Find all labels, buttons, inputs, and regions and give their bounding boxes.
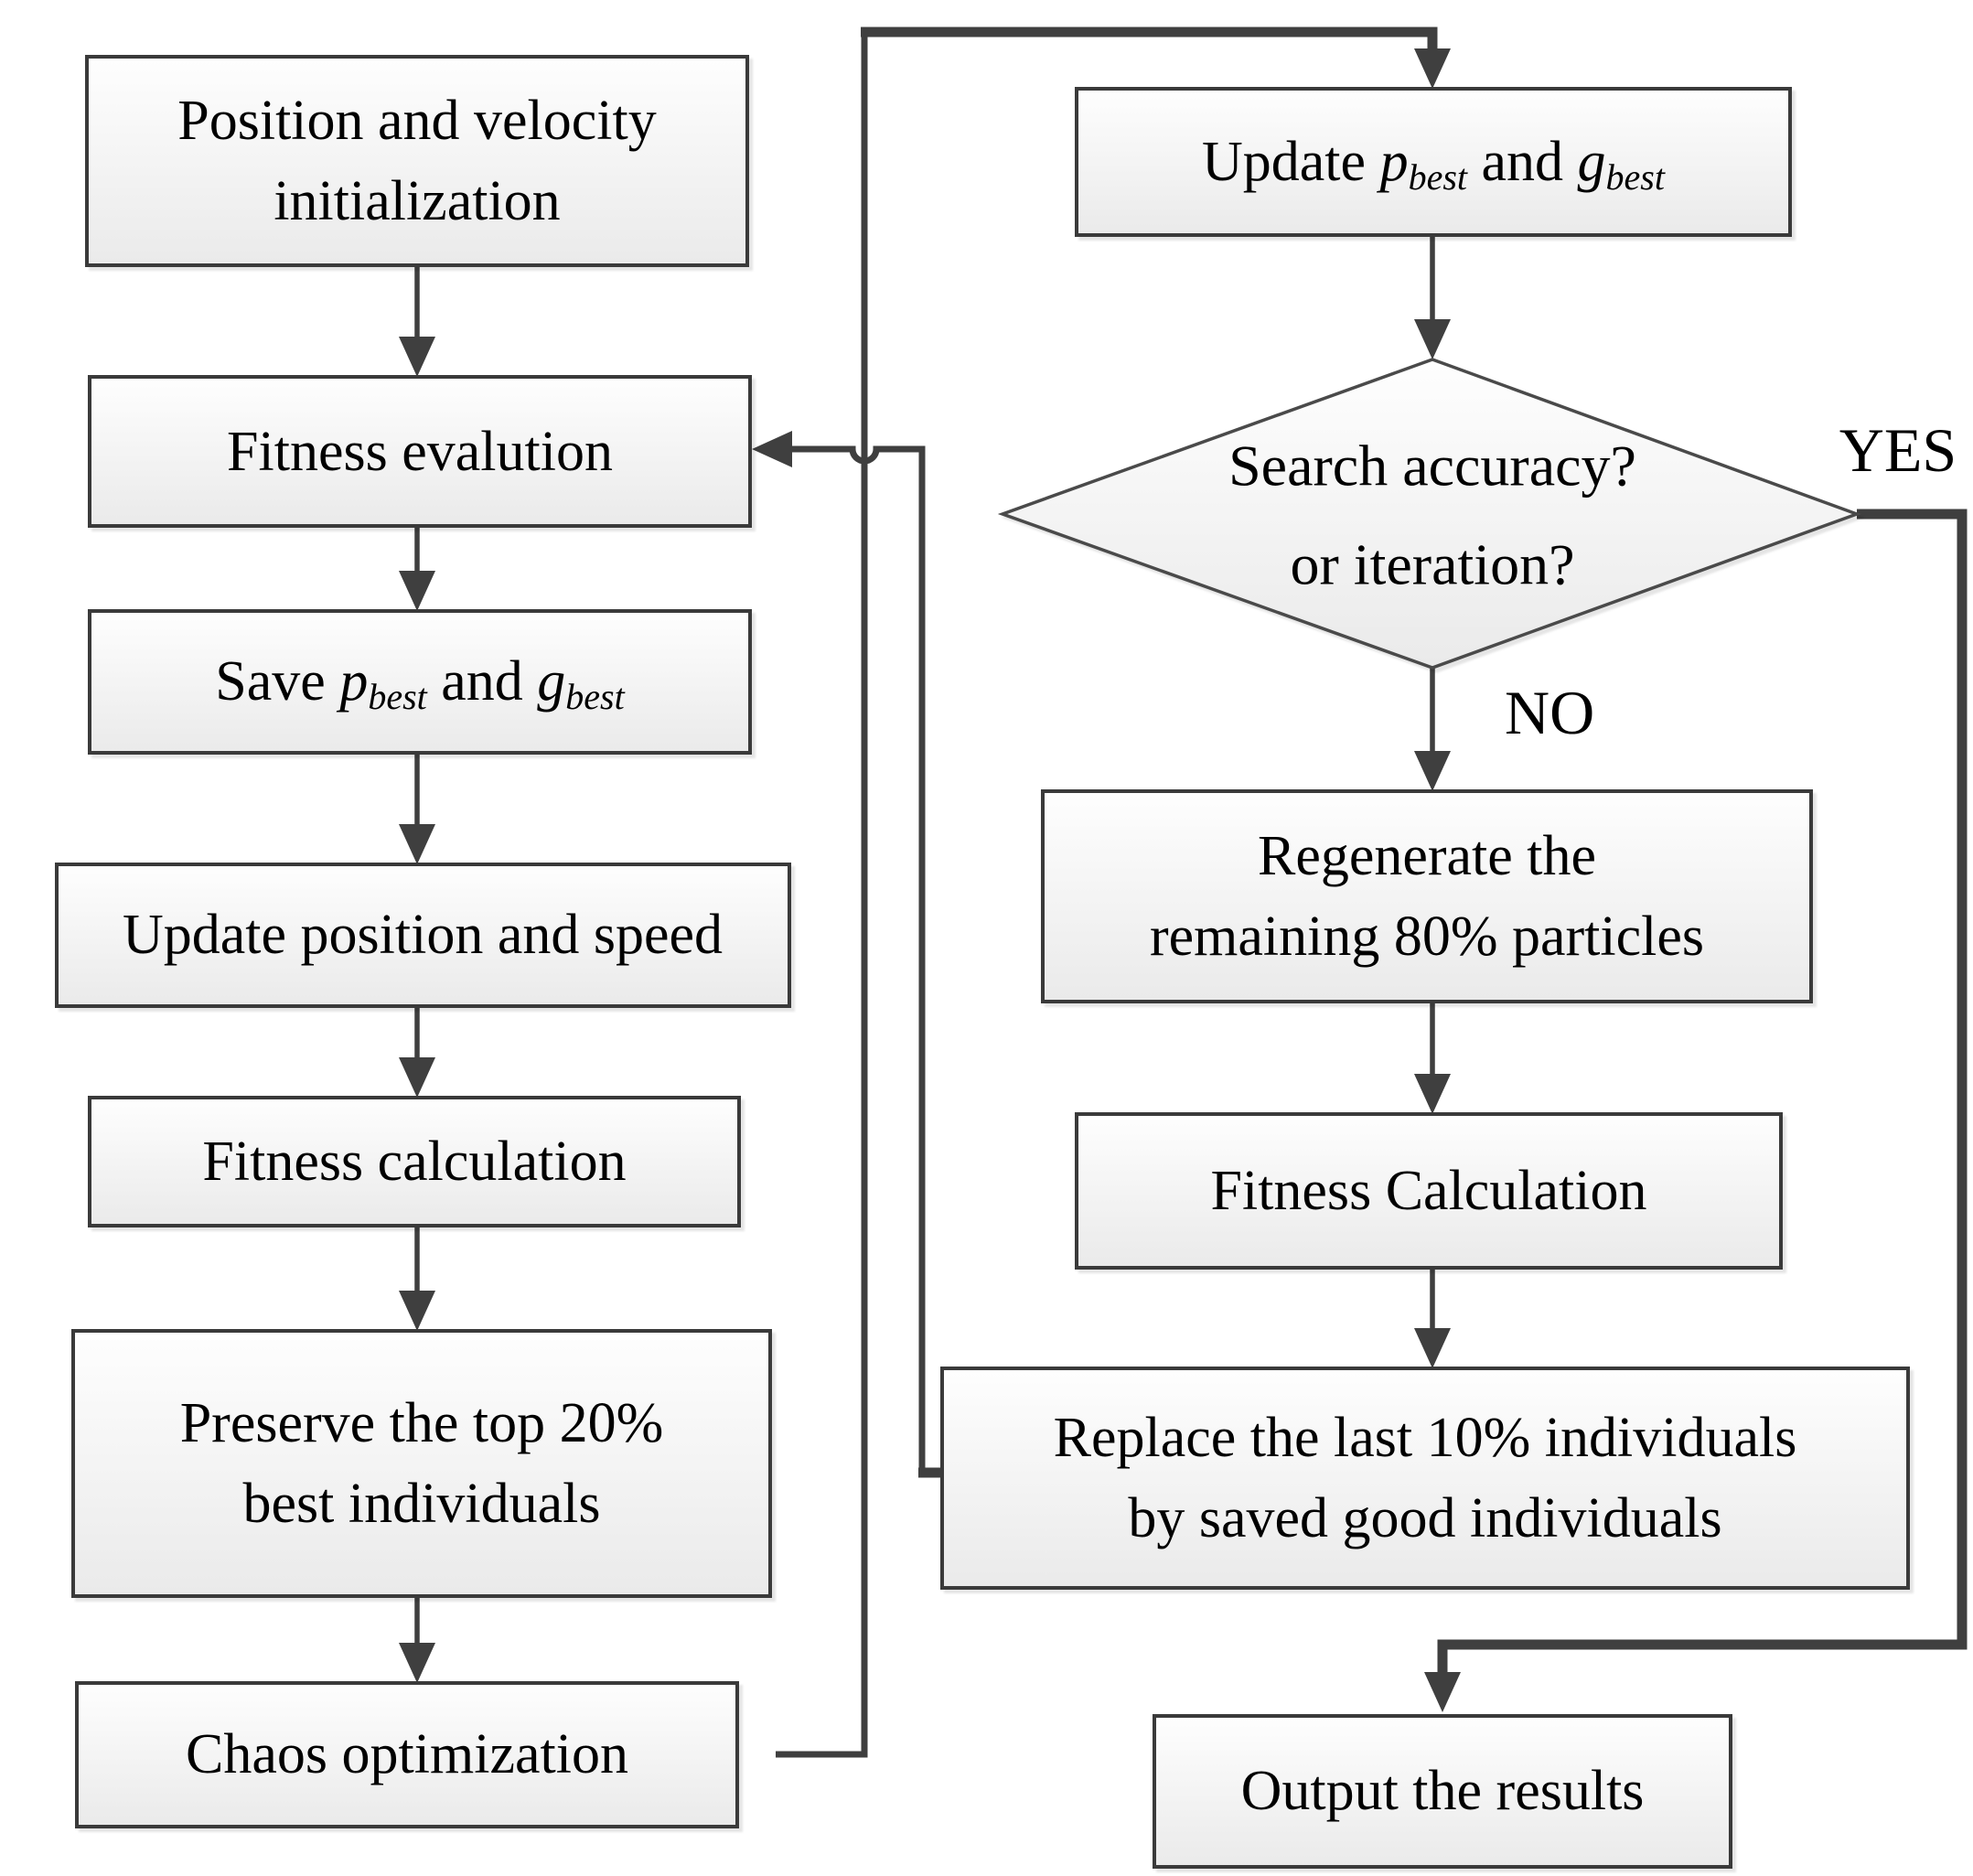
arrowhead [1414, 48, 1451, 89]
node-output-results: Output the results [1153, 1714, 1732, 1869]
node-box [88, 609, 752, 755]
node-box [1075, 1112, 1783, 1270]
node-chaos-optimization: Chaos optimization [75, 1681, 739, 1828]
edge-line [1437, 509, 1968, 1672]
node-label: Output the results [1241, 1760, 1645, 1822]
arrowhead [752, 431, 792, 467]
node-box [88, 375, 752, 528]
edge-line [776, 27, 868, 1758]
node-update-position-speed: Update position and speed [55, 863, 791, 1008]
edge-preserve-to-chaos [399, 1596, 435, 1683]
node-box [88, 1096, 741, 1227]
node-fitness-evalution: Fitness evalution [88, 375, 752, 528]
arrowhead [1424, 1672, 1461, 1712]
edge-regenerate-to-fitness-calc2 [1414, 1002, 1451, 1114]
edge-fitness-calc2-to-replace [1414, 1268, 1451, 1368]
arrowhead [399, 337, 435, 377]
edge-init-to-fitness-eval [399, 265, 435, 377]
node-box [71, 1329, 772, 1598]
edge-decision-no-to-regenerate: NO [1414, 668, 1594, 791]
node-label: Regenerate the [1258, 825, 1596, 887]
node-decision-search-accuracy: Search accuracy? or iteration? [997, 358, 1862, 670]
node-box [85, 55, 749, 267]
node-save-pbest-gbest: Save pbest and gbest [88, 609, 752, 755]
edge-decision-yes-to-output: YES [1424, 415, 1968, 1712]
edge-update-pos-to-fitness-calc [399, 1006, 435, 1098]
node-box [1153, 1714, 1732, 1869]
node-box [940, 1367, 1910, 1590]
edge-fitness-eval-to-save-best [399, 526, 435, 611]
arrowhead [399, 1057, 435, 1098]
no-label: NO [1505, 678, 1594, 747]
node-label: or iteration? [1291, 532, 1575, 597]
node-box [55, 863, 791, 1008]
node-label: Update position and speed [123, 904, 723, 966]
yes-label: YES [1839, 415, 1957, 485]
arrowhead [399, 1643, 435, 1683]
node-fitness-calculation-right: Fitness Calculation [1075, 1112, 1783, 1270]
node-label: Fitness evalution [227, 421, 613, 483]
edge-chaos-to-update-best [776, 27, 1451, 1758]
edge-line [792, 445, 942, 1476]
arrowhead [399, 571, 435, 611]
arrowhead [1414, 751, 1451, 791]
node-fitness-calculation-left: Fitness calculation [88, 1096, 741, 1227]
arrowhead [399, 1291, 435, 1331]
node-box [1041, 789, 1813, 1003]
node-position-velocity-initialization: Position and velocity initialization [85, 55, 749, 267]
node-replace-last-10: Replace the last 10% individuals by save… [940, 1367, 1910, 1590]
edge-line [861, 27, 1438, 48]
edge-save-best-to-update-pos [399, 753, 435, 864]
node-label: Position and velocity [177, 90, 657, 152]
node-label: remaining 80% particles [1150, 906, 1704, 968]
node-label: Save pbest and gbest [215, 650, 625, 717]
node-label: Search accuracy? [1228, 434, 1636, 498]
edge-update-best-to-decision [1414, 235, 1451, 359]
node-label: by saved good individuals [1128, 1487, 1721, 1549]
node-label: Preserve the top 20% [180, 1392, 664, 1454]
arrowhead [1414, 1328, 1451, 1368]
node-label: Fitness Calculation [1210, 1160, 1646, 1222]
arrowhead [399, 824, 435, 864]
node-label: Fitness calculation [202, 1131, 626, 1193]
node-label: Replace the last 10% individuals [1054, 1407, 1797, 1469]
node-label: best individuals [243, 1473, 601, 1535]
node-label: Update pbest and gbest [1202, 131, 1666, 198]
node-label: initialization [273, 170, 560, 232]
edge-replace-to-fitness-eval [752, 431, 944, 1478]
node-regenerate-80-particles: Regenerate the remaining 80% particles [1041, 789, 1813, 1003]
arrowhead [1414, 1074, 1451, 1114]
edge-fitness-calc-to-preserve [399, 1226, 435, 1331]
decision-diamond [997, 358, 1862, 670]
node-update-pbest-gbest: Update pbest and gbest [1075, 87, 1792, 237]
node-label: Chaos optimization [186, 1723, 628, 1785]
node-preserve-top-20: Preserve the top 20% best individuals [71, 1329, 772, 1598]
arrowhead [1414, 319, 1451, 359]
node-box [1075, 87, 1792, 237]
node-box [75, 1681, 739, 1828]
